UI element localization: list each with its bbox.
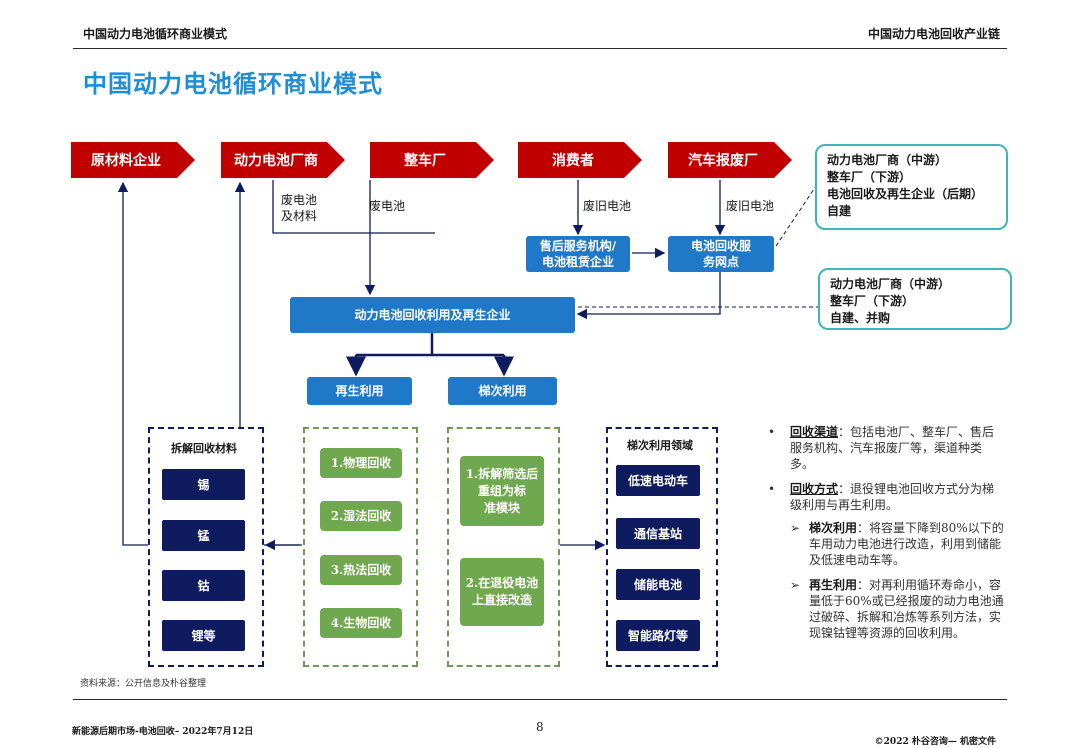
material-item: 锂等 <box>162 620 245 651</box>
flow-label-used-battery-1: 废旧电池 <box>583 199 632 213</box>
sub-bullet-cascade: 梯次利用：将容量下降到80%以下的车用动力电池进行改造，利用到储能及低速电动车等… <box>809 520 1004 568</box>
regen-method: 4.生物回收 <box>320 608 402 638</box>
sub-bullet-regen-text: ：对再利用循环寿命小，容量低于60%或已经报废的动力电池通过破碎、拆解和冶炼等系… <box>809 578 1004 640</box>
bullet-channels-text: ：包括电池厂、整车厂、售后服务机构、汽车报废厂等，渠道种类多。 <box>790 425 995 471</box>
callout-bottom: 动力电池厂商（中游） 整车厂（下游） 自建、并购 <box>818 268 1012 330</box>
node-recycle-enterprise: 动力电池回收利用及再生企业 <box>290 297 575 333</box>
sub-bullet-cascade-text: ：将容量下降到80%以下的车用动力电池进行改造，利用到储能及低速电动车等。 <box>809 521 1004 567</box>
footer-left: 新能源后期市场-电池回收– 2022年7月12日 <box>72 727 254 737</box>
cascade-fields-heading: 梯次利用领域 <box>627 439 693 452</box>
chevron-battery-maker: 动力电池厂商 <box>221 142 345 178</box>
chevron-consumer: 消费者 <box>518 142 642 178</box>
chevron-raw-material: 原材料企业 <box>71 142 195 178</box>
header-right: 中国动力电池回收产业链 <box>867 27 1000 41</box>
material-item: 锡 <box>162 469 245 500</box>
chevron-scrap-yard: 汽车报废厂 <box>668 142 792 178</box>
source-note: 资料来源：公开信息及朴谷整理 <box>80 679 207 689</box>
cascade-field-item: 低速电动车 <box>616 465 700 496</box>
node-after-sales: 售后服务机构/ 电池租赁企业 <box>526 236 630 272</box>
material-item: 钴 <box>162 570 245 601</box>
bullet-methods-text: ：退役锂电池回收方式分为梯级利用与再生利用。 <box>790 482 995 512</box>
flow-label-waste-materials: 废电池 及材料 <box>281 193 318 223</box>
flow-label-waste-battery: 废电池 <box>369 199 406 213</box>
page-number: 8 <box>536 720 544 734</box>
footer-rule <box>73 699 1007 700</box>
sub-bullet-cascade-title: 梯次利用 <box>809 521 858 535</box>
header-rule <box>73 48 1007 49</box>
cascade-method: 1.拆解筛选后 重组为标 准模块 <box>460 456 544 526</box>
bullet-dot: • <box>768 482 776 496</box>
bullet-channels: 回收渠道：包括电池厂、整车厂、售后服务机构、汽车报废厂等，渠道种类多。 <box>790 424 1000 472</box>
cascade-field-item: 智能路灯等 <box>616 620 700 651</box>
regen-method: 1.物理回收 <box>320 448 402 478</box>
flow-label-used-battery-2: 废旧电池 <box>726 199 775 213</box>
header-left: 中国动力电池循环商业模式 <box>83 27 228 41</box>
cascade-method: 2.在退役电池 上直接改造 <box>460 558 544 626</box>
node-recycle-point: 电池回收服 务网点 <box>668 236 774 272</box>
callout-top: 动力电池厂商（中游） 整车厂（下游） 电池回收及再生企业（后期） 自建 <box>815 144 1008 230</box>
arrow-bullet-icon: ➢ <box>790 521 801 535</box>
regen-method: 3.热法回收 <box>320 555 402 585</box>
bullet-channels-title: 回收渠道 <box>790 425 839 439</box>
page-title: 中国动力电池循环商业模式 <box>83 69 383 98</box>
cascade-field-item: 储能电池 <box>616 569 700 600</box>
node-regeneration: 再生利用 <box>307 377 412 405</box>
sub-bullet-regen-title: 再生利用 <box>809 578 858 592</box>
chevron-automaker: 整车厂 <box>370 142 494 178</box>
footer-right: ©2022 朴谷咨询— 机密文件 <box>874 737 996 747</box>
bullet-methods: 回收方式：退役锂电池回收方式分为梯级利用与再生利用。 <box>790 481 1000 513</box>
material-item: 锰 <box>162 520 245 551</box>
bullet-dot: • <box>768 425 776 439</box>
bullet-methods-title: 回收方式 <box>790 482 839 496</box>
materials-heading: 拆解回收材料 <box>171 442 237 455</box>
node-cascade: 梯次利用 <box>448 377 557 405</box>
cascade-field-item: 通信基站 <box>616 518 700 549</box>
regen-method: 2.湿法回收 <box>320 501 402 531</box>
arrow-bullet-icon: ➢ <box>790 578 801 592</box>
sub-bullet-regen: 再生利用：对再利用循环寿命小，容量低于60%或已经报废的动力电池通过破碎、拆解和… <box>809 577 1004 641</box>
